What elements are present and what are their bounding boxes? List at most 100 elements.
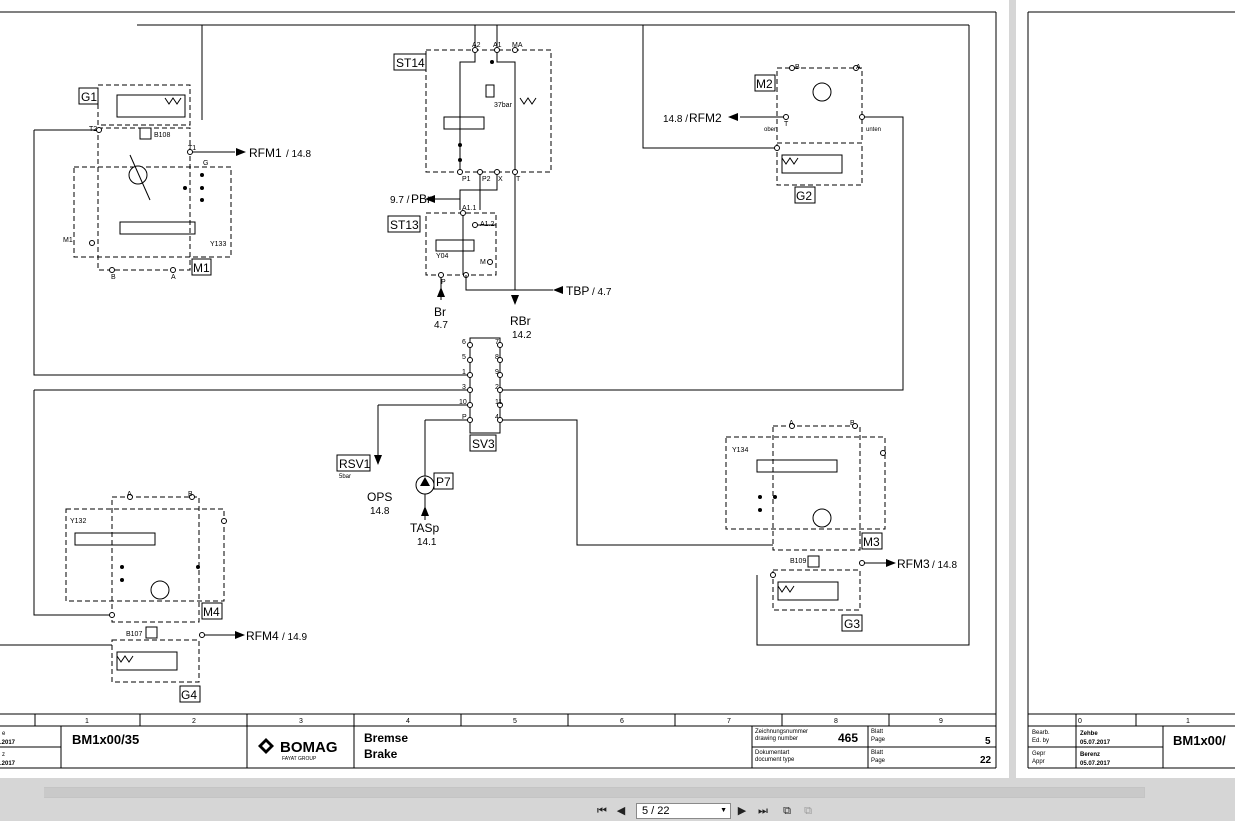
editor-date: 05.07.2017 [1080,740,1111,746]
schematic-line [458,143,462,147]
schematic-line [781,157,799,165]
port-ma: MA [512,42,523,49]
conn-tasp: TASp [410,521,439,535]
valve-label-y04: Y04 [436,253,449,260]
conn-rfm3: RFM3 [897,557,930,571]
schematic-line [772,425,861,551]
block-label-sv3: SV3 [472,437,495,451]
schematic-line [443,116,485,130]
port-g1-a: A [171,274,176,281]
block-label-g1: G1 [81,90,97,104]
valve-label-y133: Y133 [210,241,226,248]
schematic-line [459,50,476,172]
page-selector[interactable]: 5 / 22 ▼ [636,803,731,819]
schematic-line [472,47,478,53]
schematic-line [179,685,201,703]
title-de: Bremse [364,731,408,745]
schematic-line [78,87,99,105]
zone-number: 9 [939,718,943,725]
schematic-line [725,436,886,530]
schematic-line [425,195,435,203]
schematic-line [170,267,176,273]
schematic-line [758,495,762,499]
schematic-line [467,417,473,423]
schematic-line [109,267,115,273]
schematic-line [200,198,204,202]
brand-name: BOMAG [280,739,338,756]
conn-pbr-ref: 9.7 / [390,195,410,206]
first-page-icon[interactable]: ⏮ [597,805,607,817]
schematic-line [199,632,205,638]
schematic-line [494,169,500,175]
schematic-line [469,337,501,434]
conn-br-ref: 4.7 [434,320,448,331]
schematic-line [97,127,191,271]
schematic-line [497,342,503,348]
schematic-line [435,239,475,252]
schematic-line [773,495,777,499]
port-g1-b: B [111,274,116,281]
port-g1-m1: M1 [63,237,73,244]
conn-rfm2: RFM2 [689,111,722,125]
schematic-line [73,166,232,258]
block-label-st13: ST13 [390,218,419,232]
page-value: 5 [985,736,991,747]
schematic-line [467,387,473,393]
schematic-line [459,172,498,210]
gepr-label: Gepr [1032,751,1045,757]
port-m4-b: B [188,491,193,498]
document-type-label: document type [755,757,795,763]
port-m3-a: A [789,420,794,427]
rsv-setting: 5bar [339,474,351,480]
conn-ops: OPS [367,490,392,504]
port-g1-g: G [203,160,208,167]
schematic-line [421,506,429,516]
horizontal-scrollbar[interactable] [44,787,1145,798]
conn-rbr-ref: 14.2 [512,330,532,341]
schematic-line [776,67,863,144]
block-label-g3: G3 [844,617,860,631]
block-label-m2: M2 [756,77,773,91]
schematic-line [487,259,493,265]
schematic-line [433,472,454,490]
paste-icon[interactable]: ⧉ [804,805,812,817]
next-page-icon[interactable]: ▶ [737,805,747,817]
port-p2: P2 [482,176,491,183]
sv3-port-right: 4 [495,414,499,421]
schematic-line [191,258,212,276]
sv3-port-left: 5 [462,354,466,361]
appr-label: Appr [1032,759,1045,765]
last-page-icon[interactable]: ⏭ [758,805,768,817]
port-m3-b: B [850,420,855,427]
schematic-line [853,65,859,71]
port-m2-t: T [784,121,789,128]
schematic-line [139,127,152,140]
schematic-line [33,130,470,376]
zone-number: 1 [85,718,89,725]
schematic-line [777,581,839,601]
sv3-port-left: P [462,414,467,421]
schematic-line [553,286,563,294]
sv3-port-right: 8 [495,354,499,361]
schematic-line [485,84,495,98]
schematic-line [861,532,883,550]
edit-letter: z [2,752,5,758]
conn-tbp: TBP [566,284,589,298]
schematic-line [116,94,186,118]
previous-page-icon[interactable]: ◀ [616,805,626,817]
schematic-line [789,423,795,429]
schematic-line [96,127,102,133]
schematic-line [859,114,865,120]
conn-rfm4: RFM4 [246,629,279,643]
schematic-line [469,434,497,452]
schematic-line [770,572,776,578]
conn-br: Br [434,305,446,319]
schematic-line [776,142,863,186]
copy-icon[interactable]: ⧉ [783,805,791,817]
scrollbar-thumb[interactable] [44,788,1144,797]
schematic-line [756,459,838,473]
port-a12: A1.2 [480,221,495,228]
schematic-line [127,494,133,500]
schematic-line [438,272,444,278]
sv3-port-left: 6 [462,339,466,346]
